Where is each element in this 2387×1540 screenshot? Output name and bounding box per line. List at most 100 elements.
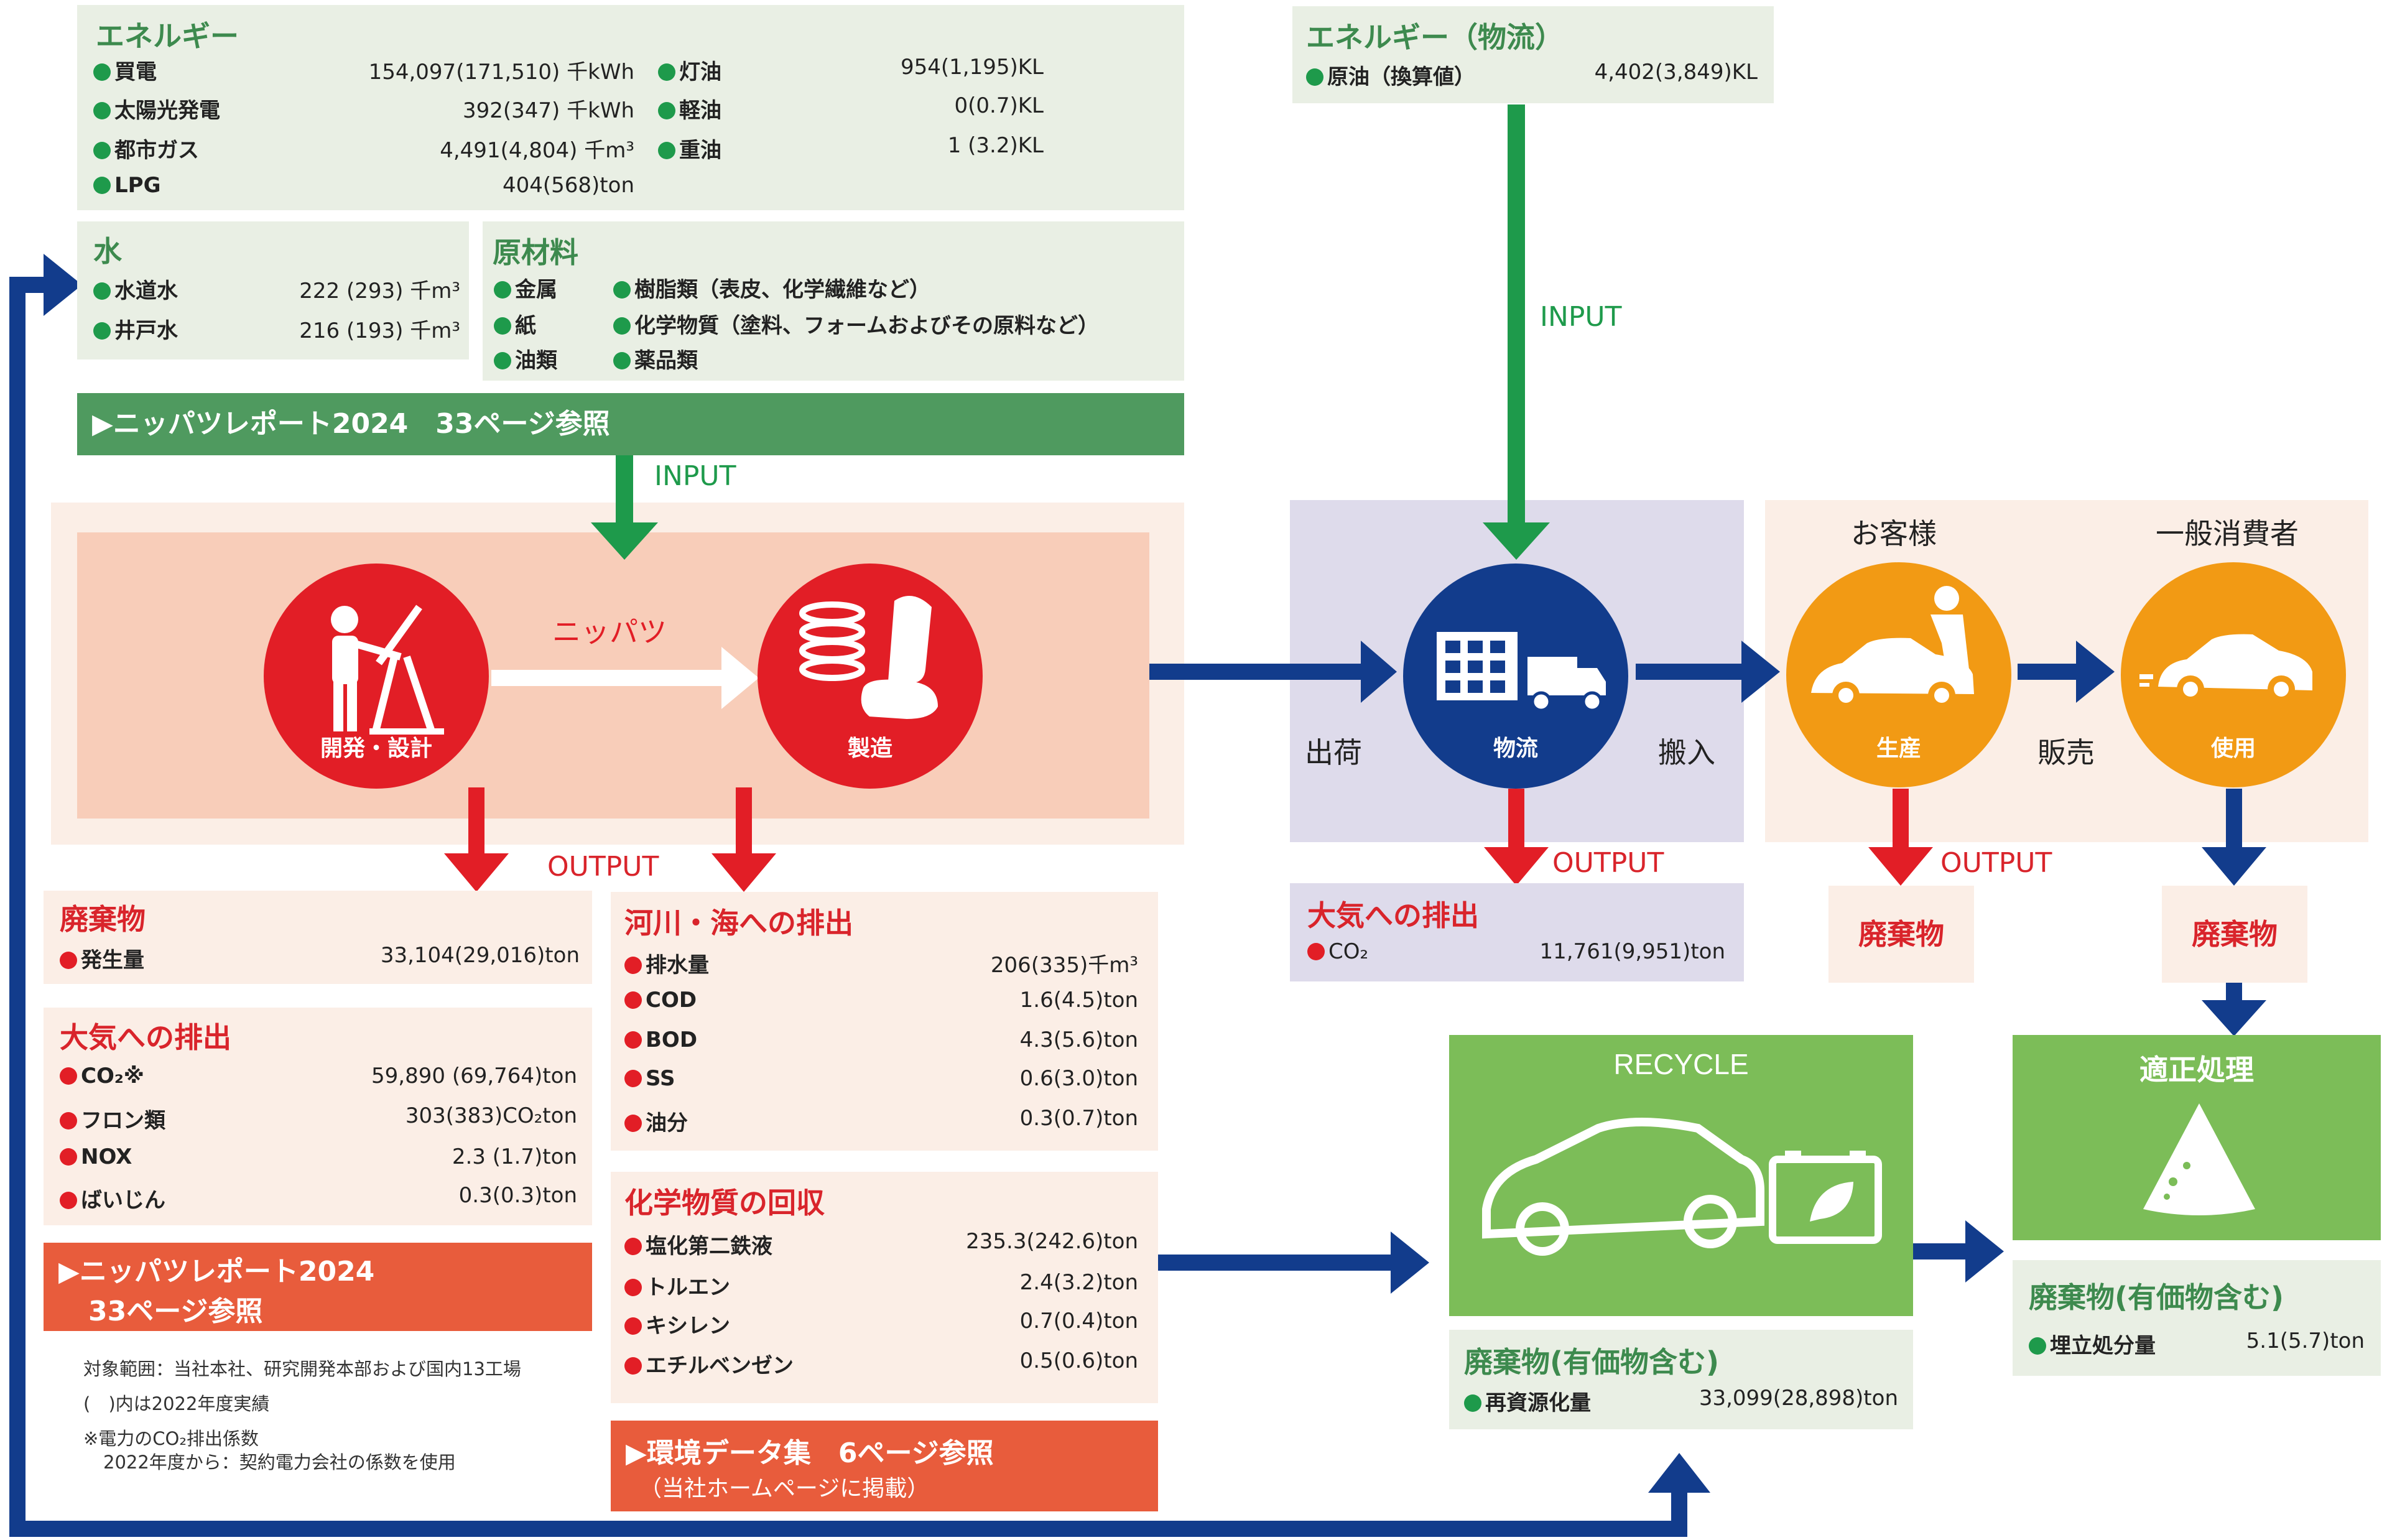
consumer-use-circle: 使用: [2121, 562, 2346, 787]
landfill-pile-icon: [2143, 1103, 2255, 1215]
river-row: 排水量 206(335)千m³: [624, 948, 1138, 986]
river-row: SS 0.6(3.0)ton: [624, 1066, 1138, 1105]
energy-row: 重油 1 (3.2)KL: [658, 133, 1044, 172]
car-mechanic-icon: [1811, 586, 1974, 709]
river-emission-title: 河川・海への排出: [624, 906, 853, 940]
bullet-icon: [93, 102, 111, 119]
bullet-icon: [60, 952, 77, 969]
shipping-label: 出荷: [1305, 736, 1362, 769]
logistics-air-row: CO₂ 11,761(9,951)ton: [1307, 939, 1725, 978]
use-label: 使用: [2210, 736, 2256, 761]
paren-note: ( )内は2022年度実績: [83, 1393, 270, 1414]
logistics-energy-row: 原油（換算値） 4,402(3,849)KL: [1306, 60, 1758, 98]
energy-row: LPG 404(568)ton: [93, 173, 634, 211]
company-name: ニッパツ: [552, 615, 667, 649]
river-row: COD 1.6(4.5)ton: [624, 988, 1138, 1026]
env-data-link-line2: （当社ホームページに掲載）: [639, 1476, 930, 1501]
air-emission-row: ばいじん 0.3(0.3)ton: [60, 1183, 577, 1222]
bullet-icon: [613, 281, 631, 299]
waste-title: 廃棄物: [60, 902, 146, 936]
chem-row: トルエン 2.4(3.2)ton: [624, 1270, 1138, 1309]
disposal-panel: 適正処理: [2013, 1035, 2381, 1240]
river-row: 油分 0.3(0.7)ton: [624, 1106, 1138, 1144]
materials-item: 紙: [494, 308, 536, 347]
materials-item: 薬品類: [613, 343, 698, 382]
bullet-icon: [1307, 943, 1325, 960]
air-emission-row: フロン類 303(383)CO₂ton: [60, 1103, 577, 1142]
building-truck-icon: [1437, 632, 1606, 712]
recycle-title: RECYCLE: [1613, 1048, 1749, 1080]
logistics-air-title: 大気への排出: [1307, 899, 1479, 932]
car-icon: [2139, 634, 2312, 703]
air-emission-title: 大気への排出: [60, 1021, 231, 1054]
energy-box: エネルギー 買電 154,097(171,510) 千kWh 太陽光発電 392…: [77, 5, 1184, 210]
report-link-top[interactable]: ▶ニッパツレポート2024 33ページ参照: [77, 393, 1184, 455]
recycle-row: 再資源化量 33,099(28,898)ton: [1464, 1386, 1898, 1424]
bullet-icon: [93, 63, 111, 81]
report-link-left-line2: 33ページ参照: [88, 1296, 263, 1327]
manufacturing-circle: 製造: [758, 564, 983, 789]
dev-design-circle: 開発・設計: [264, 564, 489, 789]
energy-row: 軽油 0(0.7)KL: [658, 93, 1044, 132]
energy-row: 灯油 954(1,195)KL: [658, 55, 1044, 93]
waste-box: 廃棄物 発生量 33,104(29,016)ton: [44, 891, 592, 984]
water-title: 水: [93, 234, 122, 268]
delivery-label: 搬入: [1658, 736, 1715, 769]
energy-row: 買電 154,097(171,510) 千kWh: [93, 55, 634, 93]
bullet-icon: [1464, 1394, 1481, 1412]
bullet-icon: [624, 1279, 642, 1296]
report-link-left[interactable]: ▶ニッパツレポート2024 33ページ参照: [44, 1243, 592, 1331]
customer-production-circle: 生産: [1786, 562, 2011, 787]
waste-row: 発生量 33,104(29,016)ton: [60, 943, 595, 981]
bullet-icon: [494, 281, 511, 299]
env-data-link-line1: ▶環境データ集 6ページ参照: [626, 1437, 994, 1469]
spring-seat-icon: [799, 596, 938, 719]
output-label: OUTPUT: [547, 851, 659, 883]
materials-item: 金属: [494, 272, 557, 311]
materials-item: 化学物質（塗料、フォームおよびその原料など）: [613, 308, 1099, 347]
co2-factor-note: ※電力のCO₂排出係数: [83, 1428, 259, 1449]
recycle-panel: RECYCLE: [1449, 1035, 1913, 1316]
energy-row: 都市ガス 4,491(4,804) 千m³: [93, 133, 634, 172]
recycle-info-title: 廃棄物(有価物含む): [1464, 1345, 1720, 1379]
env-data-link[interactable]: ▶環境データ集 6ページ参照 （当社ホームページに掲載）: [611, 1421, 1158, 1511]
bullet-icon: [624, 1031, 642, 1049]
bullet-icon: [60, 1112, 77, 1129]
bullet-icon: [60, 1148, 77, 1166]
bullet-icon: [93, 322, 111, 340]
water-row: 水道水 222 (293) 千m³: [93, 274, 460, 312]
air-emission-row: NOX 2.3 (1.7)ton: [60, 1144, 577, 1183]
chem-row: 塩化第二鉄液 235.3(242.6)ton: [624, 1229, 1138, 1268]
manufacturing-label: 製造: [847, 736, 892, 761]
river-row: BOD 4.3(5.6)ton: [624, 1027, 1138, 1066]
disposal-info-title: 廃棄物(有価物含む): [2029, 1281, 2284, 1314]
disposal-row: 埋立処分量 5.1(5.7)ton: [2029, 1329, 2365, 1367]
bullet-icon: [624, 991, 642, 1009]
input-label: INPUT: [654, 460, 736, 492]
disposal-info-box: 廃棄物(有価物含む) 埋立処分量 5.1(5.7)ton: [2013, 1260, 2381, 1376]
materials-item: 油類: [494, 343, 557, 382]
air-emission-box: 大気への排出 CO₂※ 59,890 (69,764)ton フロン類 303(…: [44, 1008, 592, 1225]
sale-label: 販売: [2037, 736, 2095, 769]
bullet-icon: [93, 177, 111, 194]
engineer-desk-icon: [331, 605, 444, 735]
bullet-icon: [613, 317, 631, 335]
river-emission-box: 河川・海への排出 排水量 206(335)千m³ COD 1.6(4.5)ton…: [611, 892, 1158, 1151]
input-label-logistics: INPUT: [1540, 301, 1622, 333]
production-label: 生産: [1876, 736, 1921, 761]
customer-waste-box: 廃棄物: [1828, 886, 1974, 983]
co2-factor-detail: 2022年度から：契約電力会社の係数を使用: [103, 1452, 456, 1473]
chemical-recovery-box: 化学物質の回収 塩化第二鉄液 235.3(242.6)ton トルエン 2.4(…: [611, 1172, 1158, 1403]
bullet-icon: [494, 317, 511, 335]
recycle-info-box: 廃棄物(有価物含む) 再資源化量 33,099(28,898)ton: [1449, 1330, 1913, 1429]
bullet-icon: [624, 1238, 642, 1255]
logistics-circle: 物流: [1403, 564, 1628, 789]
bullet-icon: [93, 282, 111, 300]
energy-row: 太陽光発電 392(347) 千kWh: [93, 93, 634, 132]
scope-note: 対象範囲：当社本社、研究開発本部および国内13工場: [83, 1358, 521, 1380]
logistics-air-box: 大気への排出 CO₂ 11,761(9,951)ton: [1290, 883, 1744, 981]
bullet-icon: [494, 352, 511, 369]
bullet-icon: [658, 142, 675, 159]
bullet-icon: [624, 1115, 642, 1132]
